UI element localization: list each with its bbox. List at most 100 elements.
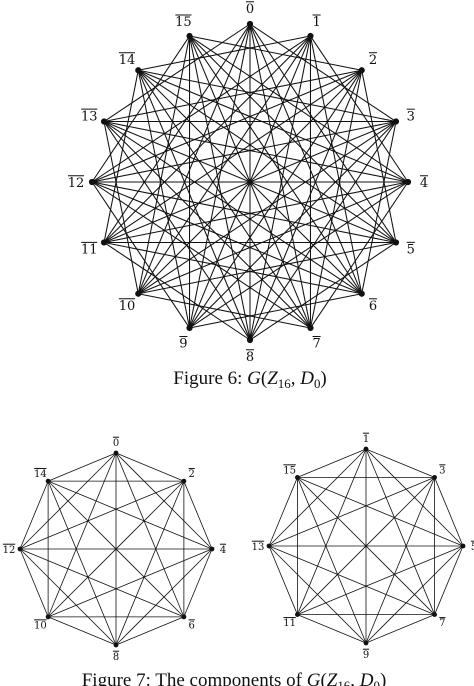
edge xyxy=(47,616,117,646)
vertex-dot xyxy=(358,290,365,297)
vertex-label: 15 xyxy=(283,465,296,476)
vertex-dot xyxy=(307,32,314,40)
vertex-dot xyxy=(432,612,437,617)
edge xyxy=(91,35,190,183)
vertex-dot xyxy=(181,614,187,620)
vertex-label: 5 xyxy=(407,243,415,258)
vertex-dot xyxy=(363,446,369,452)
edge xyxy=(183,480,213,550)
vertex-dot xyxy=(88,178,96,186)
edge xyxy=(91,181,397,243)
edge xyxy=(137,35,191,294)
edge xyxy=(297,477,367,644)
vertex-label: 2 xyxy=(369,53,377,68)
vertex-dot xyxy=(186,32,193,40)
edge xyxy=(115,616,185,646)
edge xyxy=(365,448,435,478)
vertex-label: 12 xyxy=(3,545,16,556)
edge xyxy=(297,448,367,615)
edge xyxy=(434,477,464,547)
edge xyxy=(91,181,362,295)
vertex-dot xyxy=(246,20,254,28)
vertex-dot xyxy=(295,475,300,480)
vertex-label: 1 xyxy=(363,434,369,445)
edge xyxy=(297,448,367,478)
vertex-dot xyxy=(17,546,23,552)
edge xyxy=(138,293,311,329)
vertex-dot xyxy=(135,290,142,297)
vertex-label: 8 xyxy=(246,350,254,365)
vertex-label: 14 xyxy=(34,469,47,480)
vertex-label: 5 xyxy=(471,542,474,553)
vertex-dot xyxy=(460,543,466,549)
edge xyxy=(115,452,185,618)
vertex-dot xyxy=(209,546,215,552)
edge xyxy=(189,35,251,341)
edge xyxy=(91,181,311,329)
edge xyxy=(47,452,117,618)
figure-7-caption: Figure 7: The components of G(Z16, D0) xyxy=(82,670,387,686)
edge xyxy=(365,477,435,644)
vertex-label: 6 xyxy=(188,620,194,631)
vertex-dot xyxy=(113,642,119,648)
edge xyxy=(103,242,251,341)
vertex-dot xyxy=(246,336,254,344)
edge xyxy=(137,35,311,295)
edge xyxy=(103,70,139,243)
edge xyxy=(361,121,397,294)
edge xyxy=(47,480,213,550)
edge xyxy=(249,23,397,122)
edge xyxy=(19,480,49,550)
vertex-label: 10 xyxy=(119,299,136,314)
vertex-label: 6 xyxy=(369,299,377,314)
edge xyxy=(103,121,139,294)
figure-6-caption: Figure 6: G(Z16, D0) xyxy=(173,368,326,391)
edge xyxy=(91,121,397,183)
component-odd: 13579111315 xyxy=(252,432,474,661)
vertex-label: 12 xyxy=(68,176,85,191)
vertex-label: 13 xyxy=(81,109,98,124)
vertex-label: 10 xyxy=(34,620,47,631)
edge xyxy=(19,548,185,618)
vertex-dot xyxy=(307,324,314,332)
vertex-label: 0 xyxy=(113,438,119,449)
vertex-dot xyxy=(100,239,108,246)
vertex-label: 0 xyxy=(246,2,254,17)
vertex-dot xyxy=(45,478,51,484)
edge xyxy=(138,35,311,71)
edge xyxy=(19,548,117,646)
edge xyxy=(183,548,213,618)
vertex-label: 1 xyxy=(312,15,320,30)
vertex-label: 7 xyxy=(439,618,445,629)
edge xyxy=(137,70,191,329)
edge xyxy=(310,35,409,183)
edge xyxy=(434,545,464,615)
vertex-label: 7 xyxy=(312,337,320,352)
edge xyxy=(103,121,363,295)
vertex-dot xyxy=(295,612,300,617)
edge xyxy=(103,69,363,243)
edge xyxy=(47,480,117,646)
edge xyxy=(137,69,311,329)
vertex-label: 9 xyxy=(179,337,187,352)
vertex-label: 11 xyxy=(81,243,98,258)
edge xyxy=(268,545,367,644)
vertex-label: 14 xyxy=(119,53,136,68)
vertex-dot xyxy=(186,324,193,332)
edge xyxy=(189,35,409,183)
edge xyxy=(268,545,435,615)
edge xyxy=(297,477,435,615)
vertex-dot xyxy=(113,450,119,456)
edge xyxy=(103,23,251,122)
vertex-label: 9 xyxy=(363,650,369,661)
edge xyxy=(268,545,298,615)
edge xyxy=(297,545,464,615)
vertex-dot xyxy=(363,640,369,646)
vertex-dot xyxy=(100,118,108,125)
edge xyxy=(47,548,213,618)
edge xyxy=(189,293,362,329)
vertex-dot xyxy=(45,614,51,620)
edge xyxy=(47,480,185,618)
vertex-label: 8 xyxy=(113,652,119,663)
